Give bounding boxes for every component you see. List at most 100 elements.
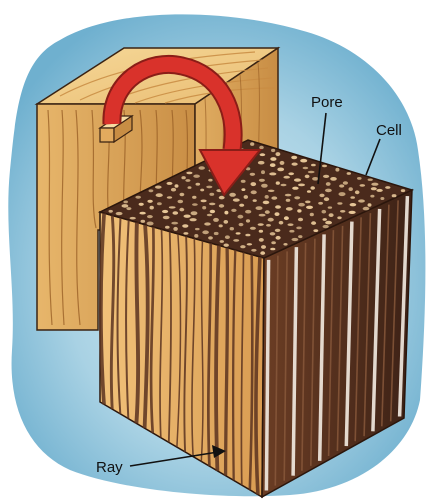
pore: [162, 209, 169, 214]
pore: [218, 204, 225, 208]
pore: [362, 206, 370, 211]
vessel-line: [371, 208, 382, 432]
pore: [348, 210, 356, 214]
pore: [306, 190, 312, 193]
pore: [312, 177, 319, 181]
grain-line: [99, 213, 106, 405]
pore: [193, 174, 200, 178]
vessel-line: [397, 196, 410, 417]
pore: [190, 211, 198, 216]
pore: [115, 211, 123, 216]
pore: [172, 211, 179, 215]
pore: [237, 214, 244, 219]
pore: [206, 213, 213, 217]
pore: [204, 222, 211, 226]
pore: [250, 190, 257, 195]
pore: [260, 251, 266, 255]
grain-line: [214, 245, 221, 471]
pore: [249, 172, 256, 176]
pore: [309, 212, 314, 217]
pore: [261, 245, 266, 249]
pore: [149, 205, 154, 210]
pore: [182, 224, 189, 228]
pore: [357, 177, 362, 180]
pore: [327, 206, 333, 209]
pore: [108, 209, 113, 213]
front-grain-lines: [99, 213, 262, 495]
pore: [186, 171, 193, 175]
pore: [376, 188, 383, 192]
pore: [274, 228, 281, 232]
pore: [174, 184, 179, 188]
pore: [338, 192, 346, 197]
pore: [129, 216, 136, 220]
pore: [367, 178, 373, 181]
pore: [346, 172, 351, 175]
pore: [155, 185, 162, 189]
pores-pattern: [108, 142, 406, 255]
pore: [259, 153, 266, 157]
pore: [370, 194, 375, 198]
pore: [371, 182, 379, 186]
pore: [275, 152, 281, 157]
pore: [270, 157, 277, 161]
pore: [285, 207, 293, 211]
ray-label: Ray: [96, 459, 123, 476]
pore: [232, 198, 240, 202]
pore: [313, 229, 319, 233]
grain-line: [200, 240, 204, 462]
grain-line: [116, 217, 122, 414]
pore: [261, 183, 268, 188]
pore: [342, 181, 348, 185]
pore: [250, 182, 257, 187]
pore: [245, 219, 251, 223]
pore: [302, 166, 309, 170]
pore: [267, 217, 274, 222]
pore: [359, 184, 366, 187]
pore: [291, 155, 298, 160]
pore: [257, 223, 264, 226]
pore: [173, 226, 178, 231]
pore: [206, 185, 213, 189]
pore: [240, 245, 246, 249]
pore: [283, 243, 288, 246]
pore: [202, 230, 209, 235]
pore: [297, 209, 302, 213]
pore: [185, 179, 191, 182]
pore: [255, 206, 263, 211]
vessel-line: [301, 242, 307, 471]
pore: [277, 167, 285, 172]
pore: [269, 163, 276, 168]
pore: [233, 239, 240, 242]
pore: [195, 227, 200, 231]
ray-arrowhead: [212, 445, 226, 458]
grain-line: [240, 252, 245, 486]
pore: [269, 172, 277, 176]
grain-line: [254, 256, 262, 495]
pore: [350, 196, 356, 199]
grain-line: [176, 233, 182, 448]
pore: [310, 186, 316, 190]
pore: [147, 215, 153, 219]
pore: [400, 189, 406, 193]
pore: [391, 194, 397, 198]
pore: [200, 188, 205, 192]
pore: [306, 205, 313, 209]
pore: [275, 205, 281, 209]
pore: [291, 162, 298, 166]
pore: [181, 176, 186, 180]
pore: [271, 148, 276, 153]
pore: [177, 199, 184, 204]
pore: [171, 221, 179, 225]
pore: [300, 158, 308, 163]
pore: [183, 214, 191, 218]
pore: [337, 202, 343, 205]
pore: [285, 198, 291, 202]
pore: [283, 216, 289, 221]
pore: [213, 217, 219, 222]
pore: [187, 186, 192, 189]
pore: [245, 167, 251, 171]
pore: [240, 179, 246, 183]
pore: [213, 231, 219, 236]
pore: [294, 196, 301, 200]
